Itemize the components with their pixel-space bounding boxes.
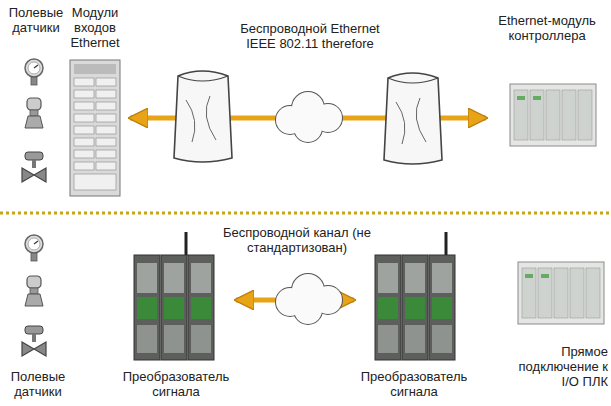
device-group: Полевые датчики (3, 226, 73, 400)
device-group: Прямое подключение к I/O ПЛК (500, 260, 608, 390)
device-group: Полевые датчики (3, 6, 69, 196)
link-label: Беспроводной канал (не стандартизован) (220, 226, 374, 256)
device-group: Ethernet-модуль контроллера (488, 14, 606, 154)
link-label: Беспроводной Ethernet IEEE 802.11 theref… (233, 22, 387, 52)
device-caption: Преобразователь сигнала (118, 370, 234, 400)
device-caption: Полевые датчики (3, 370, 73, 400)
device-caption: Ethernet-модуль контроллера (488, 14, 606, 44)
device-caption: Модули входов Ethernet (62, 6, 128, 51)
device-caption: Преобразователь сигнала (356, 370, 472, 400)
device-caption: Полевые датчики (3, 6, 69, 36)
device-group: Преобразователь сигнала (118, 230, 234, 400)
device-group: Модули входов Ethernet (62, 6, 128, 198)
device-caption: Прямое подключение к I/O ПЛК (500, 345, 608, 390)
